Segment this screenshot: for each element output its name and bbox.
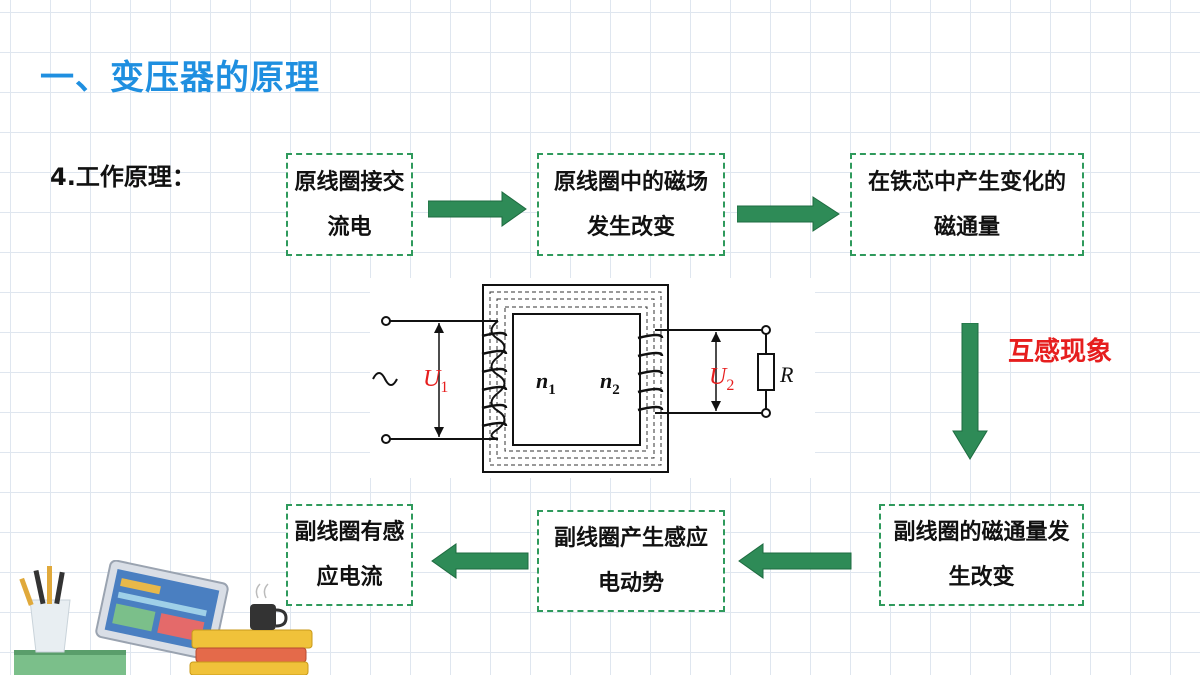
- core-inner: [512, 313, 641, 446]
- step-box-secondary-flux: 副线圈的磁通量发生改变: [879, 504, 1084, 606]
- step-text: 副线圈产生感应电动势: [553, 526, 708, 596]
- r-label: R: [779, 362, 794, 387]
- n2-subscript: 2: [612, 382, 620, 398]
- core-outer: [482, 284, 669, 473]
- step-text: 原线圈中的磁场发生改变: [553, 169, 708, 240]
- step-box-induced-current: 副线圈有感应电流: [286, 504, 413, 606]
- arrow-down-icon: [952, 323, 988, 460]
- mutual-induction-label: 互感现象: [1007, 337, 1112, 367]
- step-box-ac-input: 原线圈接交流电: [286, 153, 413, 256]
- page-title: 一、变压器的原理: [40, 58, 320, 98]
- step-text: 副线圈有感应电流: [294, 520, 405, 590]
- u1-subscript: 1: [440, 379, 448, 396]
- svg-text:U1: U1: [423, 366, 448, 396]
- svg-text:n2: n2: [600, 368, 620, 398]
- n2-label: n: [600, 368, 612, 393]
- step-box-induced-emf: 副线圈产生感应电动势: [537, 510, 725, 612]
- arrow-right-icon: [428, 191, 527, 227]
- step-text: 副线圈的磁通量发生改变: [893, 520, 1070, 590]
- n1-subscript: 1: [548, 382, 556, 398]
- transformer-diagram: U1 U2 n1 n2 R: [372, 284, 794, 473]
- svg-text:U2: U2: [709, 364, 734, 394]
- u1-label: U: [423, 366, 442, 392]
- step-box-field-change: 原线圈中的磁场发生改变: [537, 153, 725, 256]
- arrow-right-icon: [737, 196, 840, 232]
- arrow-left-icon: [738, 543, 852, 579]
- u2-subscript: 2: [726, 377, 734, 394]
- u2-label: U: [709, 364, 728, 390]
- n1-label: n: [536, 368, 548, 393]
- desk-illustration: [14, 560, 313, 675]
- section-subtitle: 4.工作原理：: [50, 163, 196, 191]
- step-text: 原线圈接交流电: [294, 169, 405, 240]
- arrow-left-icon: [431, 543, 529, 579]
- step-text: 在铁芯中产生变化的磁通量: [867, 169, 1066, 240]
- svg-text:n1: n1: [536, 368, 556, 398]
- step-box-flux-change: 在铁芯中产生变化的磁通量: [850, 153, 1084, 256]
